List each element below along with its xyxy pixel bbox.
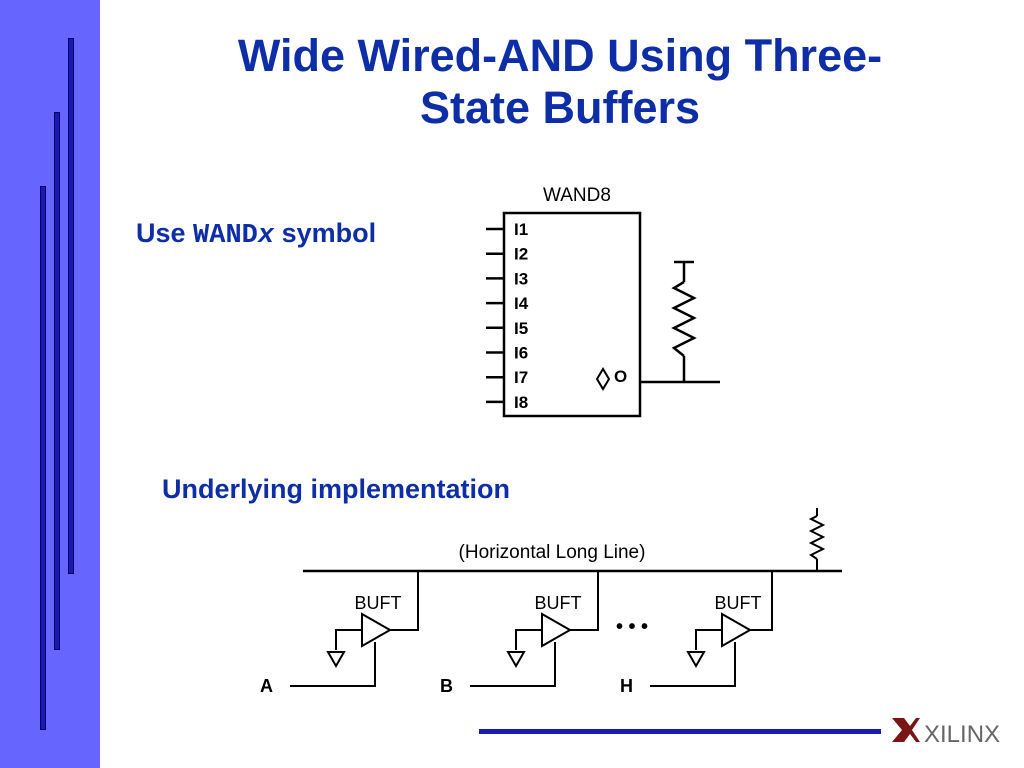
buft-label: BUFT: [715, 593, 762, 613]
buft-triangle: [721, 612, 753, 648]
buft-input-label: B: [440, 676, 453, 696]
sidebar-bar: [54, 112, 60, 650]
sidebar-decoration: [0, 0, 100, 768]
buft-triangle: [361, 612, 393, 648]
use-symbol-heading: Use WANDx symbol: [136, 218, 376, 251]
long-line-label: (Horizontal Long Line): [459, 542, 646, 563]
buft-label: BUFT: [355, 593, 402, 613]
buft-group: BUFT A BUFT B BUFT H: [260, 571, 773, 696]
ground-icon: [326, 651, 346, 669]
sidebar-bar: [40, 186, 46, 730]
buft-label: BUFT: [535, 593, 582, 613]
use-suffix: symbol: [274, 218, 377, 248]
sidebar-bar: [68, 38, 74, 574]
implementation-heading: Underlying implementation: [162, 474, 511, 504]
slide-title-line-1: Wide Wired-AND Using Three-: [237, 30, 883, 81]
xilinx-logo-text: XILINX: [924, 721, 1000, 748]
ground-icon: [506, 651, 526, 669]
ellipsis: • • •: [616, 616, 648, 638]
ground-icon: [686, 651, 706, 669]
long-line-pullup-resistor: [808, 515, 826, 560]
xilinx-logo: XILINX: [892, 718, 1000, 748]
input-pin-label: I8: [514, 393, 528, 412]
buft-output-wire: [390, 571, 419, 631]
buft-input-wire: [470, 642, 556, 687]
input-pin-label: I3: [514, 269, 528, 288]
wand-code-plain: WAND: [193, 221, 258, 251]
buft-input-wire: [290, 642, 376, 687]
buft-enable-wire: [515, 629, 542, 650]
slide-title-line-2: State Buffers: [419, 82, 701, 133]
input-pin-label: I4: [514, 294, 529, 313]
buft-output-wire: [750, 571, 773, 631]
buft-3: BUFT H: [620, 571, 773, 696]
buft-1: BUFT A: [260, 571, 419, 696]
buft-2: BUFT B: [440, 571, 599, 696]
wand8-output-label: O: [614, 367, 627, 386]
xilinx-logo-mark: [892, 718, 920, 742]
wand8-name: WAND8: [543, 185, 611, 206]
input-pin-label: I1: [514, 220, 528, 239]
wand-code-italic: x: [257, 221, 275, 251]
buft-input-label: A: [260, 676, 273, 696]
use-prefix: Use: [136, 218, 194, 248]
pullup-resistor: [671, 280, 697, 357]
buft-input-wire: [650, 642, 736, 687]
input-pin-label: I5: [514, 319, 528, 338]
buft-output-wire: [570, 571, 599, 631]
open-drain-diamond: [595, 367, 611, 391]
bottom-rule: [479, 729, 881, 734]
slide-title: Wide Wired-AND Using Three- State Buffer…: [150, 30, 970, 134]
buft-triangle: [541, 612, 573, 648]
input-pin-label: I7: [514, 368, 528, 387]
wand-code: WANDx: [193, 221, 274, 251]
input-pin-label: I6: [514, 344, 528, 363]
wand8-box: [502, 211, 642, 418]
buft-enable-wire: [695, 629, 722, 650]
input-pin-label: I2: [514, 245, 528, 264]
buft-enable-wire: [335, 629, 362, 650]
buft-input-label: H: [620, 676, 633, 696]
